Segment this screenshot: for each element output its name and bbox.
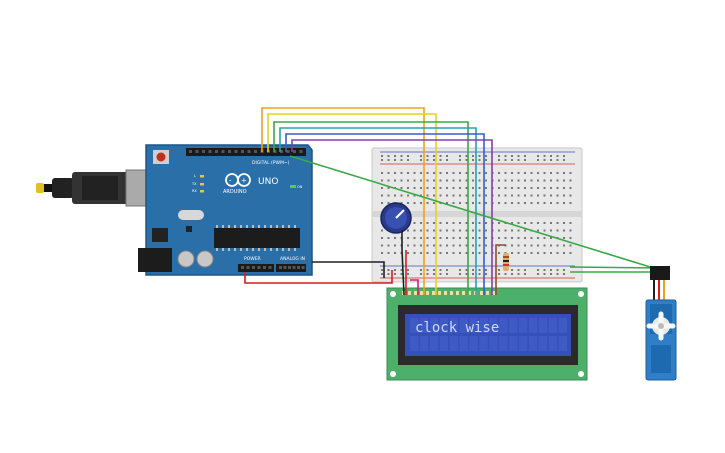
resistor	[503, 253, 509, 271]
wires	[244, 107, 661, 296]
wire-red-power	[244, 270, 393, 284]
analog-label: ANALOG IN	[280, 256, 305, 262]
wire-black-ground	[312, 261, 385, 278]
arduino-logo: - +	[225, 173, 251, 187]
wire-blue	[285, 133, 485, 295]
servo-connector	[650, 266, 670, 280]
power-label: POWER	[244, 256, 261, 262]
wire-pot-wiper	[401, 230, 405, 296]
wire-lcd-magenta	[410, 279, 419, 295]
power-jack	[138, 248, 172, 272]
wire-yellow	[267, 113, 437, 295]
arduino-brand-text: ARDUINO	[223, 189, 247, 195]
wire-servo-power	[569, 266, 659, 269]
led-rx-label: RX	[192, 189, 197, 193]
svg-text:-: -	[229, 177, 232, 185]
led-on-label: ON	[297, 185, 303, 189]
arduino-uno-board: DIGITAL (PWM~) - + ARDUINO UNO L TX RX O…	[138, 144, 313, 276]
led-tx-label: TX	[191, 182, 197, 186]
usb-cable	[36, 169, 149, 207]
led-l-label: L	[194, 174, 196, 178]
svg-text:+: +	[241, 177, 247, 185]
wire-orange	[261, 107, 425, 295]
wire-servo-signal	[289, 155, 661, 271]
arduino-model-text: UNO	[258, 177, 278, 187]
digital-header-label: DIGITAL (PWM~)	[252, 160, 290, 166]
crystal-oscillator	[178, 210, 204, 220]
digital-header	[186, 148, 306, 156]
potentiometer	[380, 202, 412, 234]
power-header	[238, 264, 274, 272]
lcd-16x2: clock wise	[386, 287, 588, 381]
atmega-chip	[214, 228, 300, 248]
wire-teal	[279, 127, 477, 295]
wire-brown-resistor	[495, 244, 506, 295]
reset-button	[156, 152, 166, 162]
servo-motor	[645, 266, 677, 381]
lcd-line-1: clock wise	[415, 320, 499, 336]
wire-green	[273, 121, 469, 295]
